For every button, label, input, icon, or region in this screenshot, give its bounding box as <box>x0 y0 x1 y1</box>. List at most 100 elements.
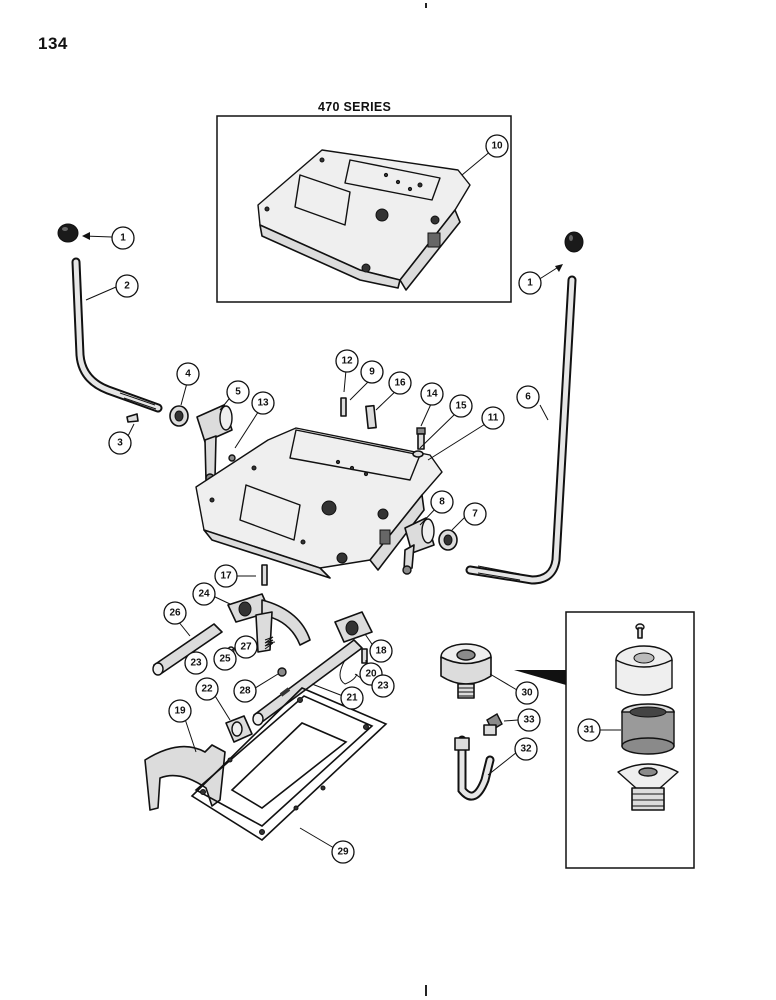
callout-21: 21 <box>340 686 364 710</box>
snap-ring-23b <box>339 659 358 685</box>
shift-fork-19 <box>144 744 226 811</box>
callout-4: 4 <box>176 362 200 386</box>
shift-rail-26 <box>152 623 223 676</box>
detail-filter-element-31 <box>621 703 675 755</box>
plug-33 <box>483 713 503 736</box>
pin-20 <box>361 648 368 664</box>
callout-29-text: 29 <box>337 847 349 858</box>
right-shift-arm <box>402 517 435 575</box>
pin-16 <box>365 404 377 430</box>
callout-3: 3 <box>108 431 132 455</box>
callout-1a-text: 1 <box>120 233 126 244</box>
callout-16-text: 16 <box>394 378 406 389</box>
callout-23a: 23 <box>184 651 208 675</box>
callout-29: 29 <box>331 840 355 864</box>
callout-20-text: 20 <box>365 669 377 680</box>
callout-32: 32 <box>514 737 538 761</box>
right-shift-lever <box>402 231 584 585</box>
callout-31: 31 <box>577 718 601 742</box>
callout-1b-text: 1 <box>527 278 533 289</box>
callout-17: 17 <box>214 564 238 588</box>
callout-31-text: 31 <box>583 725 595 736</box>
callout-6: 6 <box>516 385 540 409</box>
left-shift-lever <box>57 223 236 483</box>
callout-25-text: 25 <box>219 654 231 665</box>
callout-10: 10 <box>485 134 509 158</box>
callout-14: 14 <box>420 382 444 406</box>
callouts: 1 2 3 4 5 13 12 9 16 14 15 11 6 1 10 8 7… <box>108 134 601 864</box>
callout-4-text: 4 <box>185 369 191 380</box>
callout-6-text: 6 <box>525 392 531 403</box>
callout-33-text: 33 <box>523 715 535 726</box>
callout-1b: 1 <box>518 271 542 295</box>
callout-27: 27 <box>234 635 258 659</box>
gasket-29 <box>190 687 388 842</box>
detail-base <box>617 763 679 811</box>
callout-23a-text: 23 <box>190 658 202 669</box>
elbow-tube-32 <box>454 735 495 801</box>
callout-2-text: 2 <box>124 281 130 292</box>
inset-cover-housing <box>257 149 471 291</box>
collar-22 <box>225 715 253 743</box>
pin-17 <box>261 564 268 586</box>
callout-19-text: 19 <box>174 706 186 717</box>
callout-12-text: 12 <box>341 356 353 367</box>
callout-22-text: 22 <box>201 684 213 695</box>
callout-21-text: 21 <box>346 693 358 704</box>
callout-1a: 1 <box>111 226 135 250</box>
callout-5-text: 5 <box>235 387 241 398</box>
breather-detail-box <box>514 611 695 869</box>
callout-11-text: 11 <box>488 413 499 424</box>
callout-17-text: 17 <box>220 571 232 582</box>
callout-30: 30 <box>515 681 539 705</box>
washer-15 <box>412 450 424 458</box>
callout-7-text: 7 <box>472 509 478 520</box>
callout-13: 13 <box>251 391 275 415</box>
callout-22: 22 <box>195 677 219 701</box>
callout-18-text: 18 <box>375 646 387 657</box>
callout-10-text: 10 <box>491 141 503 152</box>
callout-3-text: 3 <box>117 438 123 449</box>
pin-12 <box>340 397 347 417</box>
callout-11: 11 <box>481 406 505 430</box>
shift-fork-18 <box>334 611 373 643</box>
callout-26: 26 <box>163 601 187 625</box>
callout-25: 25 <box>213 647 237 671</box>
bolt-14 <box>416 427 426 450</box>
detail-screw <box>635 623 645 639</box>
callout-9: 9 <box>360 360 384 384</box>
callout-23b-text: 23 <box>377 681 389 692</box>
breather-30 <box>440 643 492 699</box>
callout-2: 2 <box>115 274 139 298</box>
callout-19: 19 <box>168 699 192 723</box>
callout-5: 5 <box>226 380 250 404</box>
callout-30-text: 30 <box>521 688 533 699</box>
callout-23b: 23 <box>371 674 395 698</box>
callout-7: 7 <box>463 502 487 526</box>
callout-24: 24 <box>192 582 216 606</box>
inset-470-series <box>216 115 512 303</box>
callout-33: 33 <box>517 708 541 732</box>
callout-28-text: 28 <box>239 686 251 697</box>
callout-18: 18 <box>369 639 393 663</box>
callout-32-text: 32 <box>520 744 532 755</box>
main-cover-housing <box>195 427 443 579</box>
right-knob <box>564 231 584 253</box>
callout-13-text: 13 <box>257 398 269 409</box>
left-key <box>126 413 139 423</box>
callout-28: 28 <box>233 679 257 703</box>
callout-15-text: 15 <box>455 401 467 412</box>
callout-15: 15 <box>449 394 473 418</box>
callout-8: 8 <box>430 490 454 514</box>
callout-14-text: 14 <box>426 389 438 400</box>
callout-26-text: 26 <box>169 608 181 619</box>
page-number: 134 <box>38 34 68 53</box>
left-knob <box>57 223 79 243</box>
inset-title: 470 SERIES <box>318 100 392 114</box>
callout-27-text: 27 <box>240 642 252 653</box>
shift-rail-21 <box>252 639 363 726</box>
shift-fork-24 <box>227 593 311 653</box>
callout-12: 12 <box>335 349 359 373</box>
ball-28 <box>277 667 287 677</box>
page-speck-top <box>425 3 427 8</box>
